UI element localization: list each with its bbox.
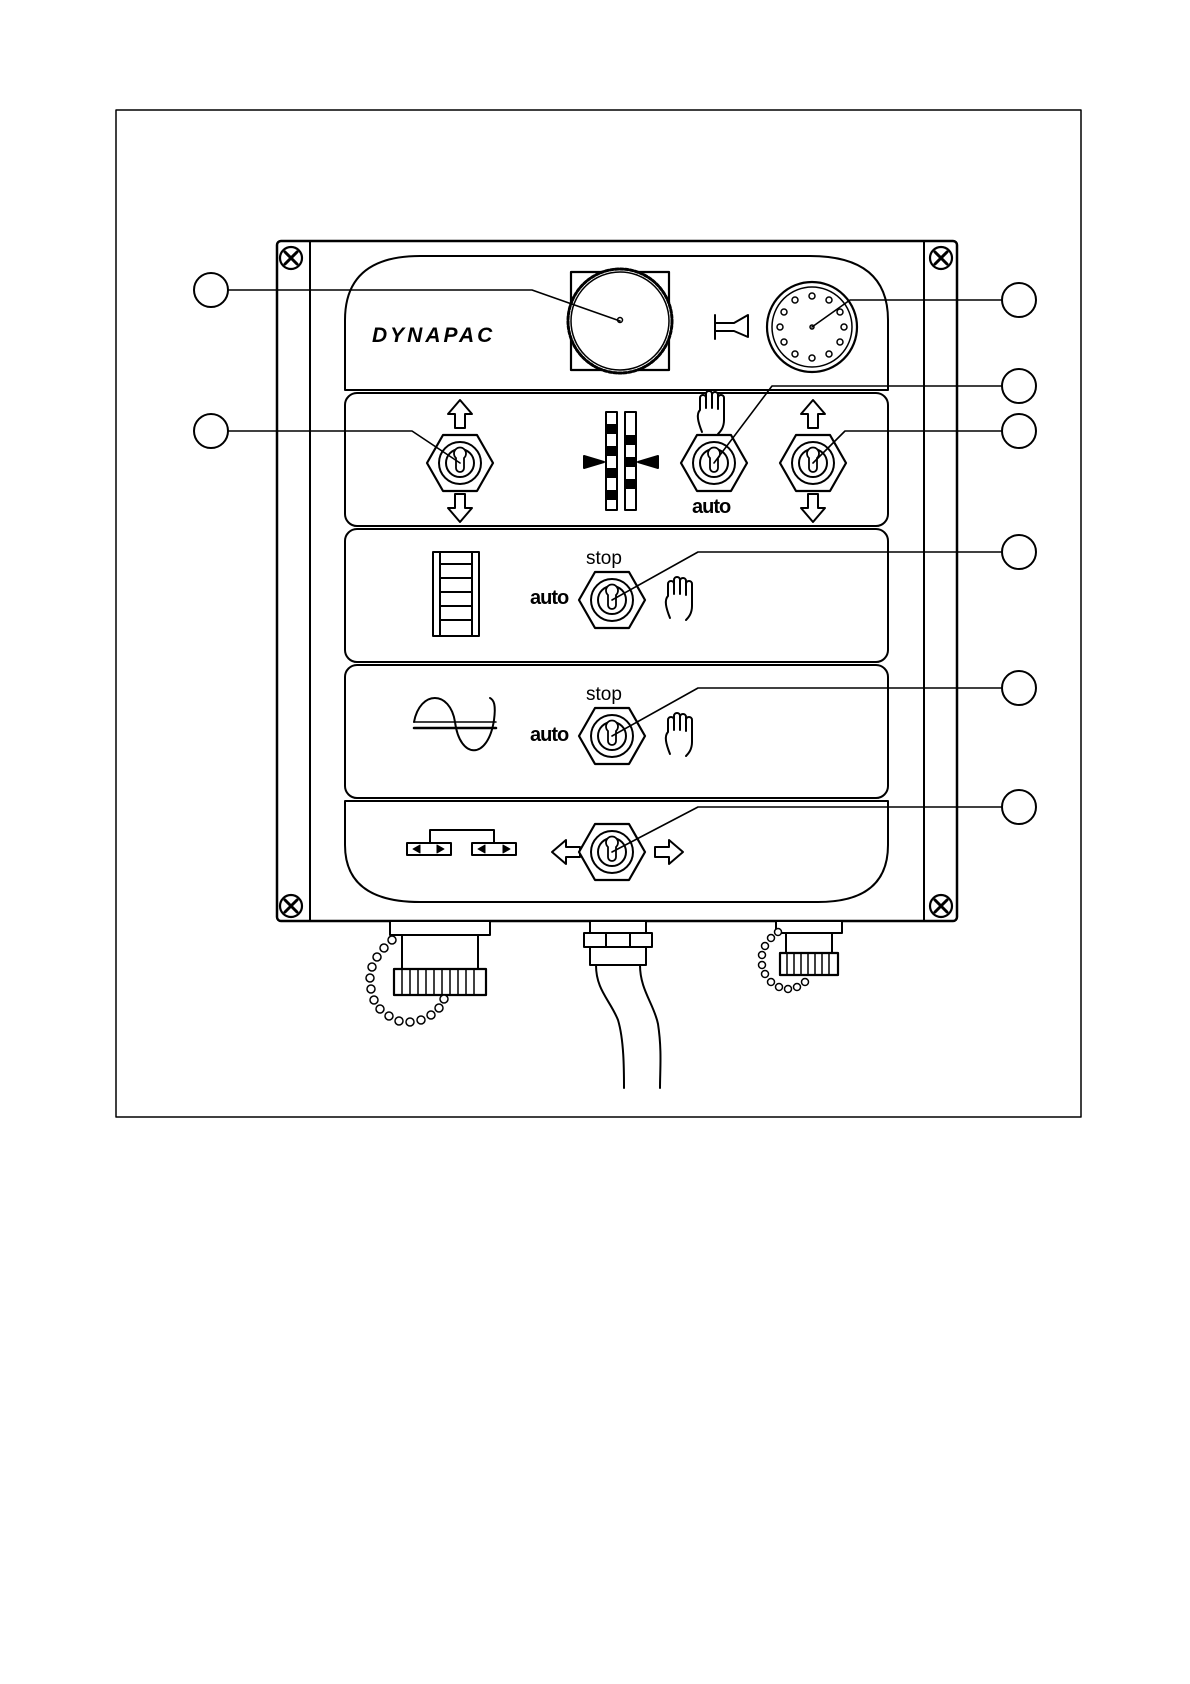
screw-bottom-right — [930, 895, 952, 917]
callout-circle — [1002, 671, 1036, 705]
right-connector — [759, 921, 843, 993]
callout-circle — [1002, 414, 1036, 448]
callout-circle — [194, 414, 228, 448]
screw-bottom-left — [280, 895, 302, 917]
callout-circle — [1002, 790, 1036, 824]
callout-circle — [1002, 283, 1036, 317]
brand-logo: DYNAPAC — [372, 324, 495, 347]
left-connector — [366, 921, 490, 1026]
callout-circle — [194, 273, 228, 307]
switch-label-auto: auto — [530, 724, 569, 746]
callout-circle — [1002, 535, 1036, 569]
cable-gland — [584, 921, 661, 1088]
screw-top-right — [930, 247, 952, 269]
switch-label-auto: auto — [530, 587, 569, 609]
conveyor-icon — [433, 552, 479, 636]
switch-label-stop: stop — [586, 684, 622, 705]
screw-top-left — [280, 247, 302, 269]
switch-label-stop: stop — [586, 548, 622, 569]
callout-circle — [1002, 369, 1036, 403]
switch-label-auto: auto — [692, 496, 731, 518]
